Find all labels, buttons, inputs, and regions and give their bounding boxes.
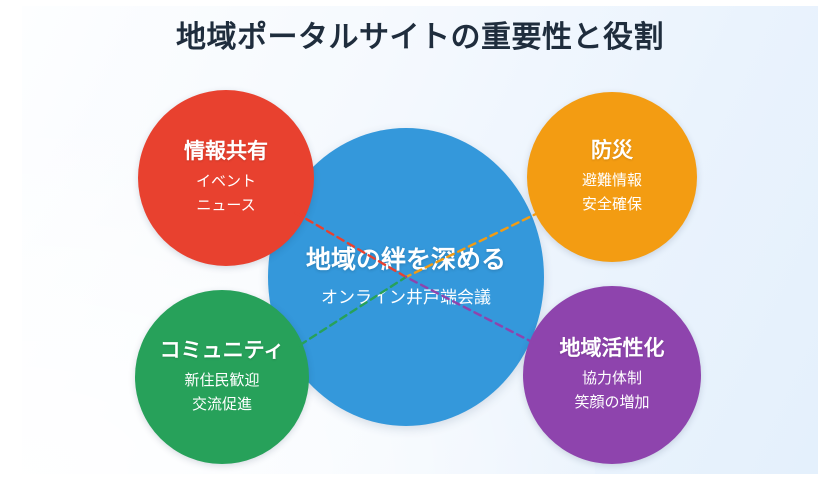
node-title-community: コミュニティ bbox=[159, 338, 285, 363]
node-item-information-sharing-1: ニュース bbox=[196, 195, 256, 214]
node-item-regional-revitalization-0: 協力体制 bbox=[581, 369, 642, 388]
core-subtitle: オンライン井戸端会議 bbox=[321, 287, 491, 308]
node-circle-community[interactable]: コミュニティ 新住民歓迎 交流促進 bbox=[135, 290, 309, 464]
node-circle-regional-revitalization[interactable]: 地域活性化 協力体制 笑顔の増加 bbox=[523, 286, 701, 464]
page-title: 地域ポータルサイトの重要性と役割 bbox=[176, 20, 664, 55]
core-title: 地域の絆を深める bbox=[305, 244, 506, 274]
node-item-community-1: 交流促進 bbox=[191, 394, 252, 413]
node-item-disaster-prevention-0: 避難情報 bbox=[581, 171, 642, 190]
node-item-community-0: 新住民歓迎 bbox=[184, 371, 260, 390]
node-title-regional-revitalization: 地域活性化 bbox=[559, 336, 665, 361]
node-circle-disaster-prevention[interactable]: 防災 避難情報 安全確保 bbox=[527, 92, 697, 262]
node-circle-information-sharing[interactable]: 情報共有 イベント ニュース bbox=[138, 90, 314, 266]
node-title-disaster-prevention: 防災 bbox=[591, 138, 633, 163]
node-item-disaster-prevention-1: 安全確保 bbox=[581, 194, 642, 213]
node-item-information-sharing-0: イベント bbox=[195, 172, 256, 191]
node-item-regional-revitalization-1: 笑顔の増加 bbox=[574, 392, 650, 411]
node-title-information-sharing: 情報共有 bbox=[184, 139, 268, 164]
